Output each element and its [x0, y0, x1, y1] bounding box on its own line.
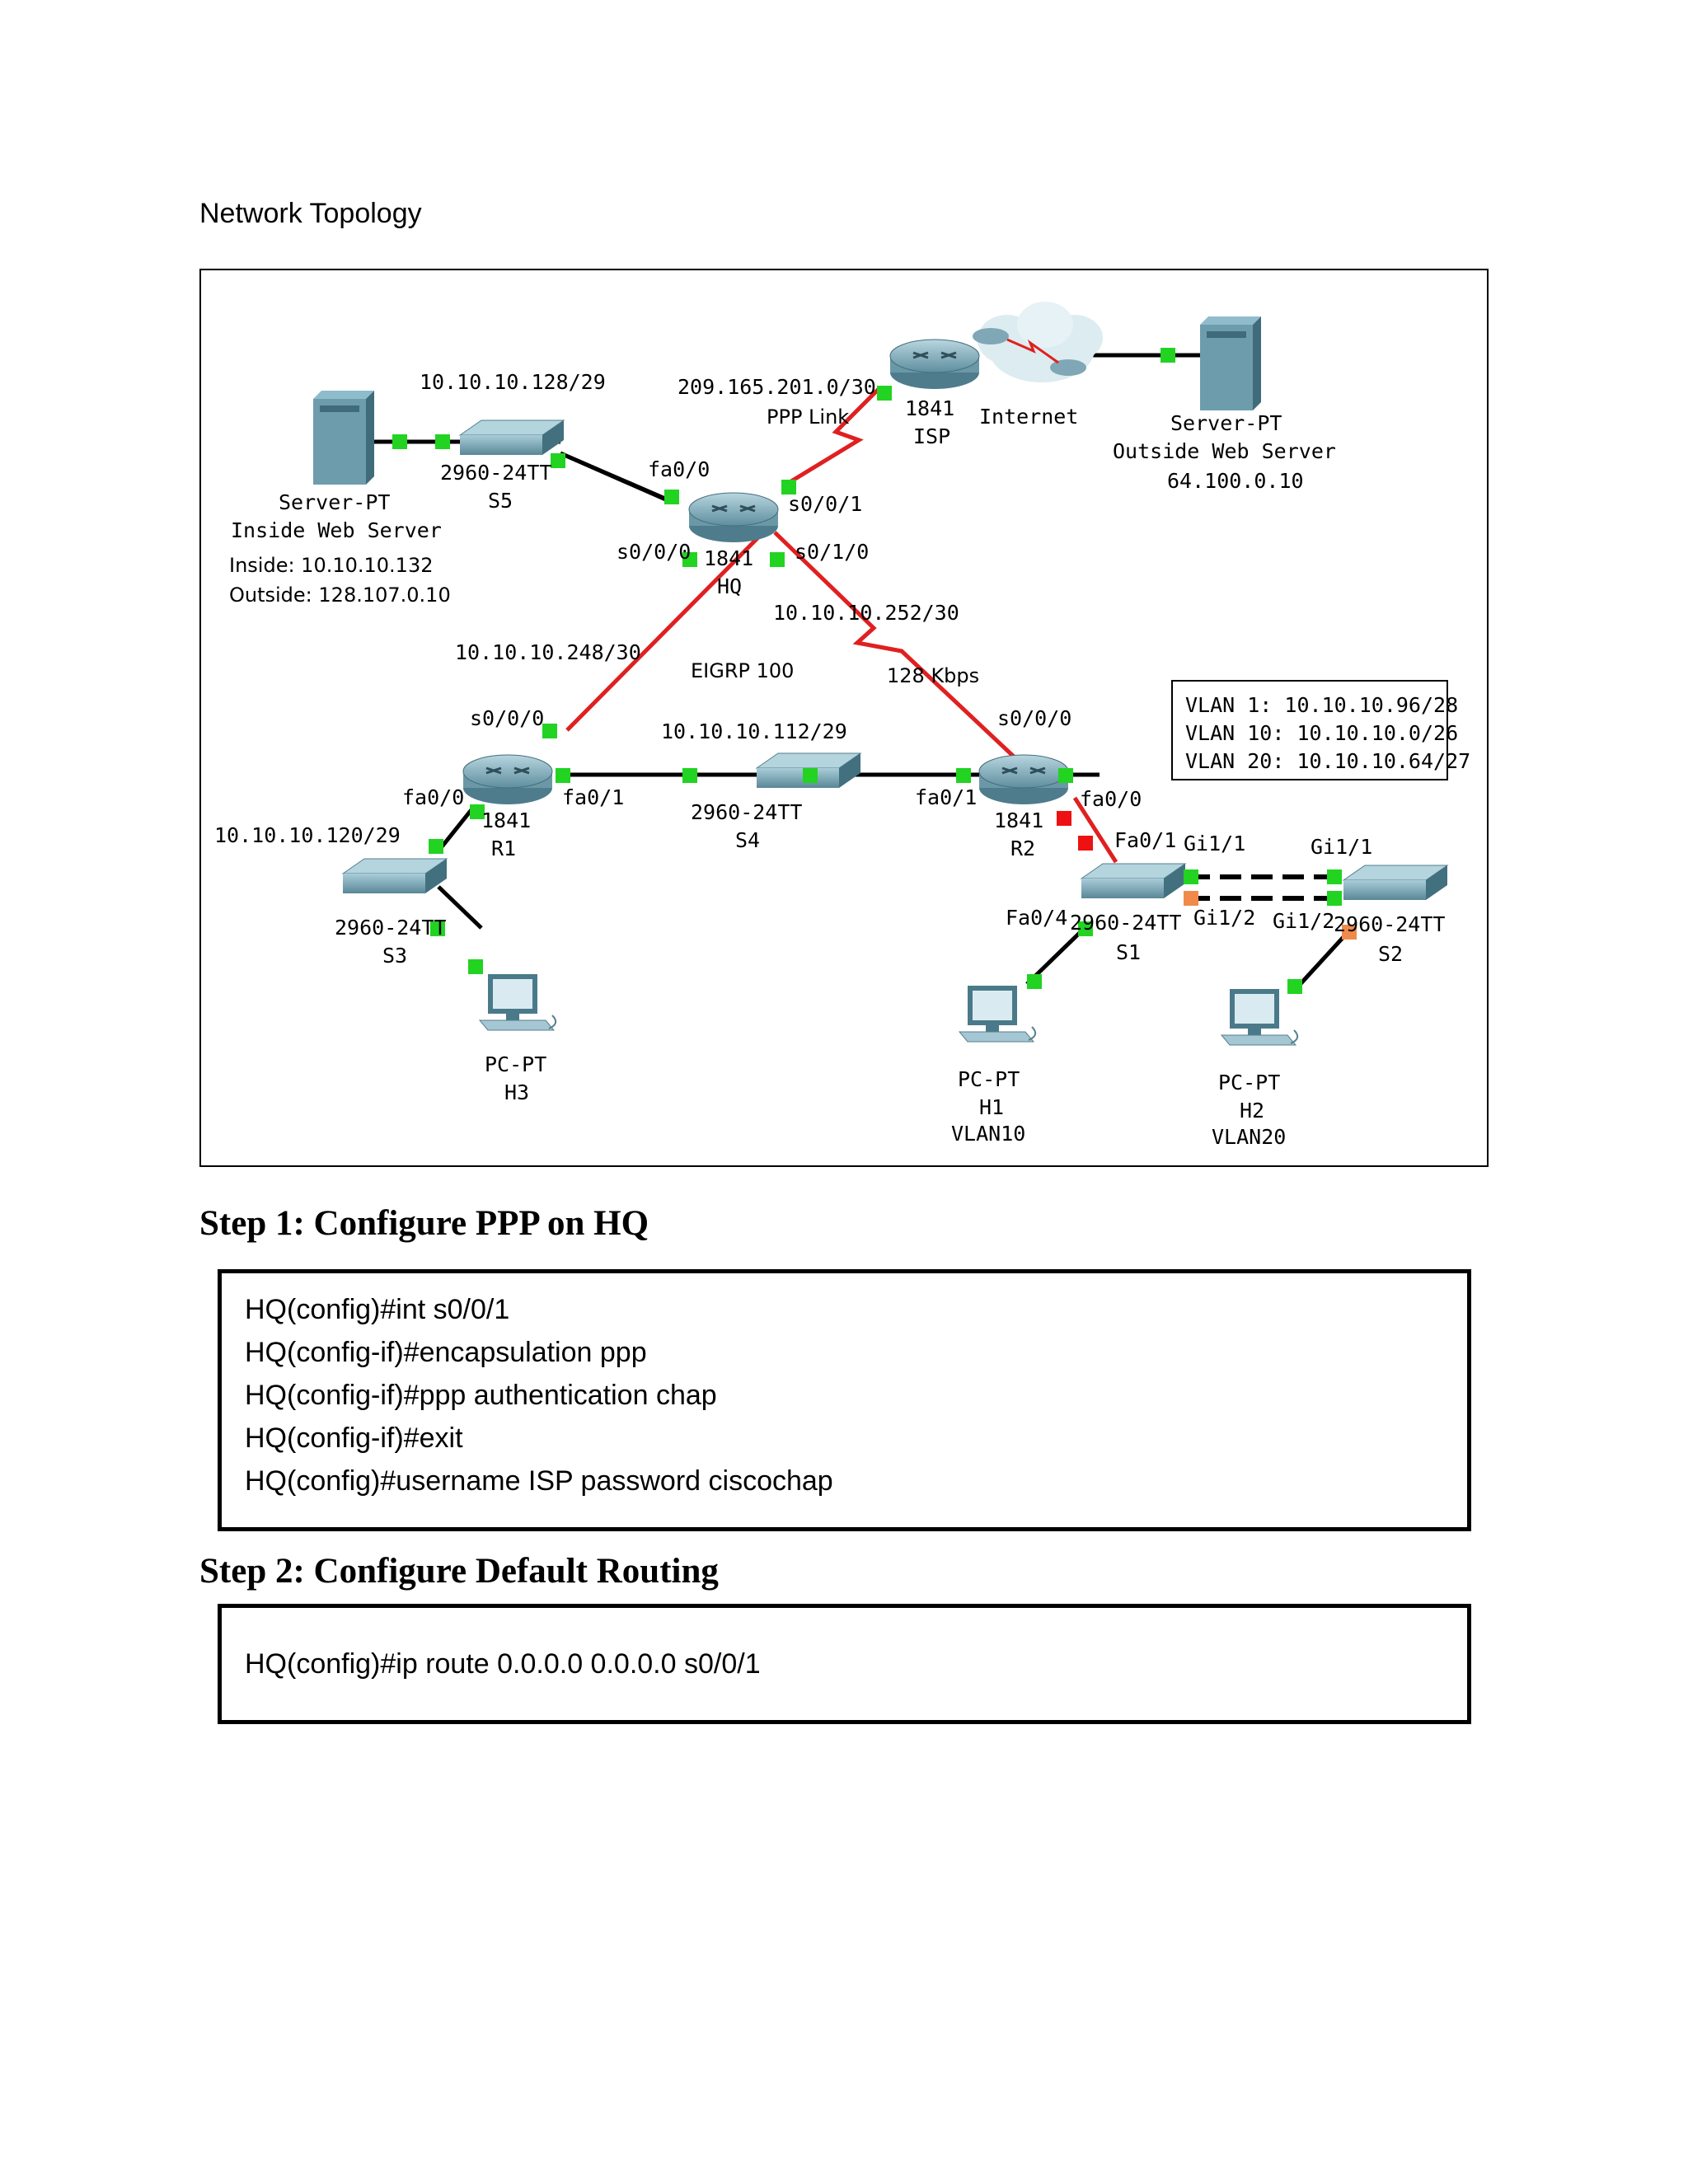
h2-vlan-label: VLAN20	[1212, 1125, 1286, 1149]
outside-server-type-label: Server-PT	[1170, 411, 1282, 435]
outside-server-ip-label: 64.100.0.10	[1167, 469, 1304, 493]
step1-command-line: HQ(config-if)#exit	[245, 1422, 463, 1454]
h3-name-label: H3	[504, 1080, 529, 1104]
s5-name-label: S5	[488, 489, 513, 513]
vlan10-label: VLAN 10: 10.10.10.0/26	[1185, 721, 1458, 745]
s3-switch-icon	[342, 858, 448, 894]
hq-s000-label: s0/0/0	[617, 540, 691, 564]
r2-model-label: 1841	[994, 808, 1043, 832]
s2-gi12-label: Gi1/2	[1273, 909, 1334, 933]
hq-s001-label: s0/0/1	[788, 492, 862, 516]
step1-command-line: HQ(config)#int s0/0/1	[245, 1294, 510, 1325]
ppp-network-label: 209.165.201.0/30	[678, 375, 876, 399]
down-port-indicators	[1057, 811, 1093, 851]
r2-name-label: R2	[1010, 837, 1035, 860]
step2-heading: Step 2: Configure Default Routing	[199, 1552, 719, 1591]
inside-server-type-label: Server-PT	[279, 490, 390, 514]
internet-label: Internet	[979, 405, 1078, 429]
vlan1-label: VLAN 1: 10.10.10.96/28	[1185, 693, 1458, 717]
r1-fa01-label: fa0/1	[562, 785, 624, 809]
step1-heading: Step 1: Configure PPP on HQ	[199, 1204, 649, 1243]
inside-server-name-label: Inside Web Server	[231, 518, 442, 542]
s5-switch-icon	[459, 419, 565, 456]
s1-name-label: S1	[1116, 940, 1141, 964]
r1-model-label: 1841	[481, 808, 531, 832]
s3-name-label: S3	[382, 944, 407, 968]
blocked-port-indicators	[1184, 891, 1357, 940]
s1-switch-icon	[1081, 863, 1186, 899]
h1-vlan-label: VLAN10	[951, 1122, 1025, 1146]
s3-network-label: 10.10.10.120/29	[214, 823, 401, 847]
hq-router-icon	[687, 491, 780, 544]
h3-pc-icon	[479, 973, 557, 1031]
s1-fa01-label: Fa0/1	[1114, 828, 1176, 852]
s4-model-label: 2960-24TT	[691, 800, 802, 824]
hq-r1-network-label: 10.10.10.248/30	[455, 640, 641, 664]
ppp-link-label: PPP Link	[767, 405, 849, 429]
r1-name-label: R1	[491, 837, 516, 860]
step1-command-line: HQ(config)#username ISP password ciscoch…	[245, 1465, 833, 1497]
network-topology-diagram: 10.10.10.128/29 209.165.201.0/30 PPP Lin…	[199, 269, 1489, 1167]
s4-network-label: 10.10.10.112/29	[661, 719, 847, 743]
h3-type-label: PC-PT	[485, 1052, 546, 1076]
s2-name-label: S2	[1378, 942, 1403, 966]
h1-pc-icon	[959, 985, 1037, 1043]
s2-gi11-label: Gi1/1	[1311, 835, 1372, 859]
vlan-legend-box	[1171, 680, 1448, 780]
step1-command-box: HQ(config)#int s0/0/1 HQ(config-if)#enca…	[218, 1269, 1471, 1531]
s1-model-label: 2960-24TT	[1070, 911, 1181, 935]
isp-router-icon	[889, 338, 981, 391]
step1-command-line: HQ(config-if)#encapsulation ppp	[245, 1337, 647, 1368]
figure-caption: Network Topology	[199, 198, 422, 229]
r2-fa01-label: fa0/1	[915, 785, 977, 809]
eigrp-label: EIGRP 100	[691, 659, 794, 682]
h1-type-label: PC-PT	[958, 1067, 1020, 1091]
outside-server-icon	[1200, 316, 1261, 410]
port-indicators	[392, 348, 1342, 994]
s4-name-label: S4	[735, 828, 760, 852]
step1-command-line: HQ(config-if)#ppp authentication chap	[245, 1380, 717, 1411]
h1-name-label: H1	[979, 1095, 1004, 1119]
hq-r2-network-label: 10.10.10.252/30	[773, 601, 959, 625]
s3-model-label: 2960-24TT	[335, 916, 446, 940]
s1-fa04-label: Fa0/4	[1006, 906, 1067, 930]
r2-s000-label: s0/0/0	[997, 706, 1071, 730]
hq-model-label: 1841	[704, 546, 753, 570]
link-speed-label: 128 Kbps	[887, 664, 979, 687]
outside-server-name-label: Outside Web Server	[1113, 439, 1336, 463]
hq-s010-label: s0/1/0	[795, 540, 869, 564]
isp-name-label: ISP	[913, 424, 950, 448]
s2-model-label: 2960-24TT	[1334, 912, 1445, 936]
s2-switch-icon	[1343, 865, 1448, 901]
hq-name-label: HQ	[717, 574, 742, 598]
r2-fa00-label: fa0/0	[1080, 787, 1142, 811]
s5-network-label: 10.10.10.128/29	[420, 370, 606, 394]
inside-server-icon	[313, 391, 374, 485]
r1-router-icon	[462, 753, 554, 806]
step2-command-box: HQ(config)#ip route 0.0.0.0 0.0.0.0 s0/0…	[218, 1604, 1471, 1724]
r2-router-icon	[978, 753, 1070, 806]
internet-cloud-icon	[973, 302, 1103, 382]
vlan20-label: VLAN 20: 10.10.10.64/27	[1185, 749, 1470, 773]
step2-command-line: HQ(config)#ip route 0.0.0.0 0.0.0.0 s0/0…	[245, 1648, 761, 1680]
r1-s000-label: s0/0/0	[470, 706, 544, 730]
s1-gi12-label: Gi1/2	[1193, 906, 1255, 930]
h2-type-label: PC-PT	[1218, 1071, 1280, 1094]
h2-pc-icon	[1221, 988, 1299, 1046]
hq-fa00-label: fa0/0	[648, 457, 710, 481]
outside-ip-label: Outside: 128.107.0.10	[229, 583, 451, 607]
s5-model-label: 2960-24TT	[440, 461, 551, 485]
s1-gi11-label: Gi1/1	[1184, 832, 1245, 855]
r1-fa00-label: fa0/0	[402, 785, 464, 809]
h2-name-label: H2	[1240, 1099, 1264, 1122]
inside-ip-label: Inside: 10.10.10.132	[229, 554, 434, 577]
isp-model-label: 1841	[905, 396, 954, 420]
